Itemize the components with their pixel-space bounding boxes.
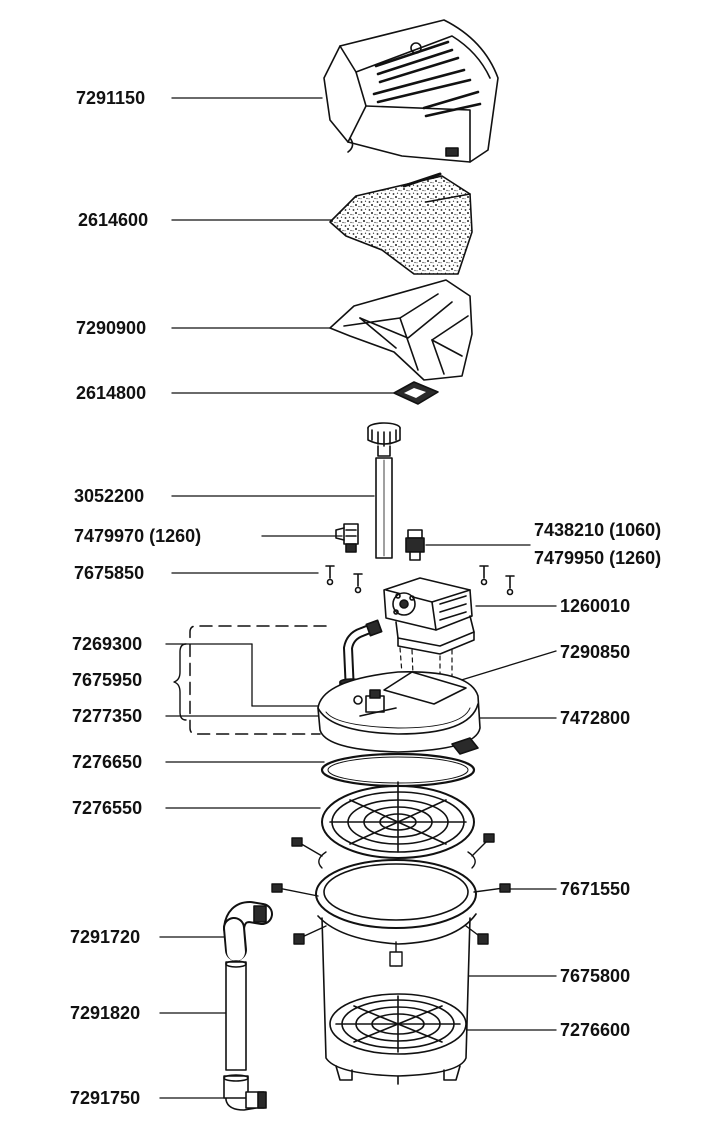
part-label-small-pad: 2614800 bbox=[76, 383, 147, 403]
pad-part bbox=[329, 172, 473, 275]
fitting-right-part bbox=[405, 529, 425, 561]
part-label-canister: 7675800 bbox=[560, 966, 631, 986]
top-cover-part bbox=[323, 19, 499, 163]
bottom-grid-part bbox=[329, 993, 467, 1055]
pump-part bbox=[383, 577, 475, 655]
part-label-top-cover: 7291150 bbox=[76, 88, 146, 108]
tube-part bbox=[367, 422, 401, 559]
part-label-fitting-left: 7479970 (1260) bbox=[74, 526, 202, 546]
part-label-intake-tube: 7291820 bbox=[70, 1003, 141, 1023]
part-label-valve: 7277350 bbox=[72, 706, 143, 726]
screws-part bbox=[325, 565, 515, 596]
pad-holder-part bbox=[329, 279, 473, 381]
top-grid-part bbox=[321, 781, 475, 859]
part-label-pad-holder: 7290900 bbox=[76, 318, 147, 338]
lid-part bbox=[317, 671, 481, 755]
part-label-fitting-right-b: 7479950 (1260) bbox=[534, 548, 662, 568]
group-bracket bbox=[173, 625, 327, 735]
intake-tube-part bbox=[225, 960, 247, 1071]
part-label-clips: 7671550 bbox=[560, 879, 631, 899]
fitting-left-part bbox=[335, 523, 359, 553]
bottom-elbow-part bbox=[223, 1074, 267, 1111]
part-label-pad: 2614600 bbox=[78, 210, 149, 230]
part-label-pump: 1260010 bbox=[560, 596, 631, 616]
small-pad-part bbox=[393, 381, 439, 405]
part-label-elbow: 7291720 bbox=[70, 927, 141, 947]
part-label-elbow-set-b: 7675950 bbox=[72, 670, 143, 690]
part-label-top-grid: 7276550 bbox=[72, 798, 143, 818]
part-label-elbow-set-a: 7269300 bbox=[72, 634, 143, 654]
part-label-mount-plate: 7290850 bbox=[560, 642, 631, 662]
part-label-bottom-elbow: 7291750 bbox=[70, 1088, 141, 1108]
part-label-screws: 7675850 bbox=[74, 563, 145, 583]
part-label-fitting-right-a: 7438210 (1060) bbox=[534, 520, 662, 540]
canister-part bbox=[271, 833, 511, 1085]
part-label-bottom-grid: 7276600 bbox=[560, 1020, 631, 1040]
part-label-gasket: 7276650 bbox=[72, 752, 143, 772]
part-label-tube: 3052200 bbox=[74, 486, 145, 506]
part-label-lid: 7472800 bbox=[560, 708, 631, 728]
elbow-part bbox=[223, 901, 273, 961]
